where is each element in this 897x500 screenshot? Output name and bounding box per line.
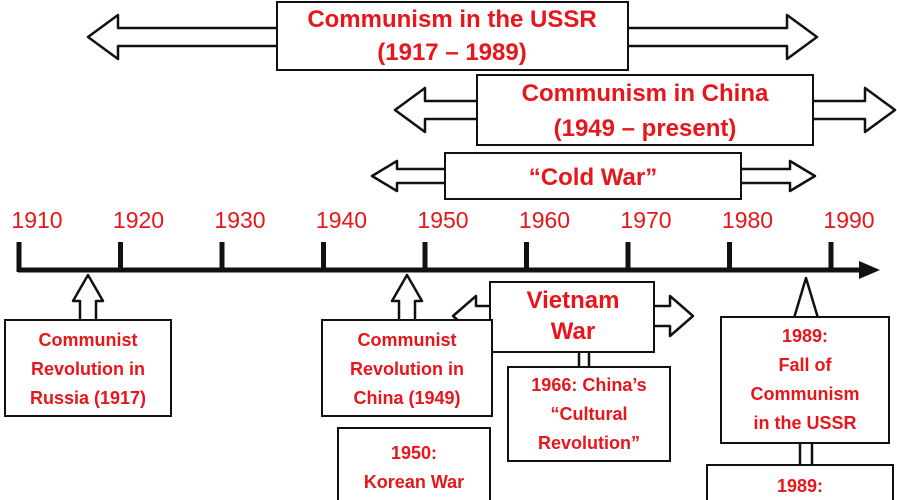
cold-war-title: “Cold War” — [529, 164, 657, 191]
ussr-fall-line4: in the USSR — [753, 413, 856, 433]
cold-war-box — [444, 152, 742, 200]
vietnam-title: Vietnam — [527, 287, 620, 314]
cultural-event-box — [507, 366, 671, 462]
partial-pointer — [798, 443, 814, 466]
vietnam-subtitle: War — [551, 318, 595, 345]
ussr-right-arrow — [625, 13, 819, 61]
event-korean-war: 1950: Korean War — [337, 427, 491, 500]
ussr-fall-line3: Communism — [750, 384, 859, 404]
ussr-fall-line2: Fall of — [779, 355, 833, 375]
ussr-period-title: Communism in the USSR — [307, 6, 596, 33]
ussr-fall-line1: 1989: — [782, 326, 828, 346]
partial-event-box — [706, 464, 894, 500]
china-right-arrow — [810, 86, 897, 134]
china-left-arrow — [393, 86, 480, 134]
russia-event-box — [4, 319, 172, 417]
ussr-fall-pointer-arrow — [792, 276, 820, 320]
korea-event-line1: 1950: — [391, 443, 437, 463]
russia-event-line3: Russia (1917) — [30, 388, 146, 408]
ussr-period-years: (1917 – 1989) — [377, 39, 526, 66]
partial-event-line1: 1989: — [777, 476, 823, 496]
ussr-left-arrow — [86, 13, 280, 61]
vietnam-period: Vietnam War — [451, 281, 695, 353]
china-period-title: Communism in China — [522, 80, 769, 107]
cold-war-left-arrow — [370, 159, 448, 193]
cultural-event-line2: “Cultural — [550, 404, 627, 424]
timeline-ticks: 1910 1920 1930 1940 1950 1960 1970 1980 1990 — [11, 207, 875, 272]
timeline-year-label: 1930 — [214, 207, 265, 233]
russia-event-line1: Communist — [39, 330, 138, 350]
china-period-years: (1949 – present) — [554, 115, 737, 142]
timeline-year-label: 1990 — [823, 207, 874, 233]
timeline-year-label: 1980 — [722, 207, 773, 233]
event-china-revolution: Communist Revolution in China (1949) — [321, 273, 493, 417]
china-event-box — [321, 319, 493, 417]
timeline-year-label: 1970 — [620, 207, 671, 233]
korea-event-box — [337, 427, 491, 500]
china-period: Communism in China (1949 – present) — [393, 74, 897, 146]
vietnam-box — [489, 281, 655, 353]
event-russia-revolution: Communist Revolution in Russia (1917) — [4, 273, 172, 417]
china-pointer-arrow — [390, 273, 424, 323]
timeline-year-label: 1960 — [519, 207, 570, 233]
cold-war-right-arrow — [738, 159, 817, 193]
china-event-line2: Revolution in — [350, 359, 464, 379]
russia-pointer-arrow — [71, 273, 105, 323]
cultural-event-line3: Revolution” — [538, 433, 640, 453]
timeline-year-label: 1950 — [417, 207, 468, 233]
event-ussr-fall: 1989: Fall of Communism in the USSR — [720, 276, 890, 444]
ussr-fall-event-box — [720, 316, 890, 444]
cold-war-period: “Cold War” — [370, 152, 817, 200]
china-period-box — [476, 74, 814, 146]
timeline-year-label: 1920 — [113, 207, 164, 233]
timeline-arrowhead — [859, 261, 880, 279]
korea-event-line2: Korean War — [364, 472, 464, 492]
cultural-pointer — [577, 352, 591, 368]
cultural-event-line1: 1966: China’s — [531, 375, 646, 395]
event-cultural-revolution: 1966: China’s “Cultural Revolution” — [507, 352, 671, 462]
ussr-period-box — [276, 1, 629, 71]
china-event-line1: Communist — [358, 330, 457, 350]
vietnam-right-arrow — [650, 294, 695, 338]
timeline-year-label: 1940 — [316, 207, 367, 233]
timeline-year-label: 1910 — [11, 207, 62, 233]
timeline-axis: 1910 1920 1930 1940 1950 1960 1970 1980 1990 — [11, 207, 880, 279]
russia-event-line2: Revolution in — [31, 359, 145, 379]
event-partial-1989: 1989: — [706, 443, 894, 500]
ussr-period: Communism in the USSR (1917 – 1989) — [86, 1, 819, 71]
china-event-line3: China (1949) — [353, 388, 460, 408]
